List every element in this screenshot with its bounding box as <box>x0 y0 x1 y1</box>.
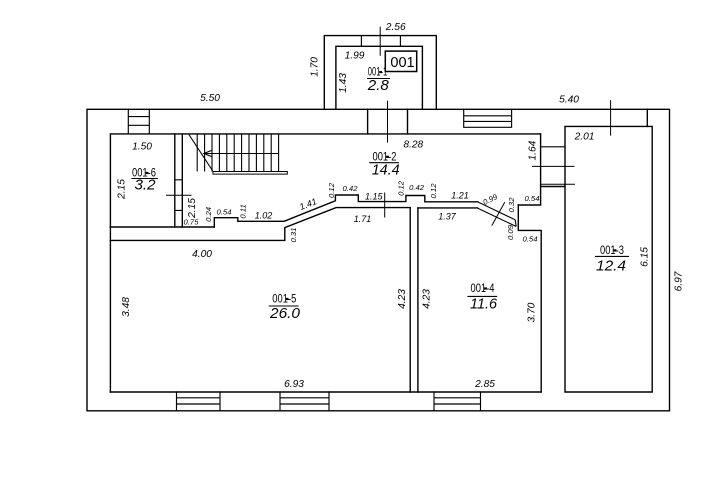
svg-text:5.40: 5.40 <box>559 95 579 106</box>
svg-text:4.23: 4.23 <box>422 289 433 309</box>
svg-text:12.4: 12.4 <box>596 259 626 275</box>
svg-text:8.28: 8.28 <box>403 139 423 150</box>
svg-text:11.6: 11.6 <box>470 296 498 312</box>
svg-text:0.12: 0.12 <box>397 180 406 196</box>
svg-text:1.02: 1.02 <box>255 210 273 220</box>
svg-text:0.54: 0.54 <box>525 194 540 203</box>
svg-text:1.50: 1.50 <box>132 142 152 153</box>
svg-text:0.54: 0.54 <box>217 207 232 216</box>
svg-text:0.12: 0.12 <box>327 182 336 198</box>
svg-text:2.01: 2.01 <box>574 131 595 142</box>
svg-text:1.99: 1.99 <box>345 51 365 62</box>
svg-text:0.54: 0.54 <box>523 235 538 244</box>
svg-text:0.09: 0.09 <box>506 224 515 240</box>
svg-text:1.70: 1.70 <box>310 57 321 77</box>
svg-text:4.23: 4.23 <box>397 289 408 309</box>
svg-text:3.2: 3.2 <box>135 178 156 194</box>
svg-text:2.8: 2.8 <box>367 78 389 94</box>
svg-text:001-6: 001-6 <box>132 168 156 180</box>
svg-text:1.43: 1.43 <box>338 73 349 93</box>
svg-text:1.15: 1.15 <box>365 192 384 202</box>
svg-text:001: 001 <box>390 55 414 71</box>
svg-text:5.50: 5.50 <box>200 93 220 104</box>
svg-text:001-5: 001-5 <box>272 294 296 306</box>
svg-text:0.12: 0.12 <box>429 183 438 199</box>
svg-text:4.00: 4.00 <box>192 249 212 260</box>
svg-text:0.42: 0.42 <box>409 183 425 192</box>
svg-text:001-2: 001-2 <box>373 151 397 163</box>
svg-text:1.64: 1.64 <box>527 140 538 160</box>
svg-text:2.85: 2.85 <box>474 379 495 390</box>
svg-text:0.31: 0.31 <box>289 228 298 243</box>
svg-text:26.0: 26.0 <box>269 306 300 322</box>
svg-text:3.48: 3.48 <box>121 297 132 317</box>
svg-text:1.37: 1.37 <box>438 212 457 222</box>
svg-text:2.15: 2.15 <box>117 179 128 200</box>
svg-text:001-4: 001-4 <box>471 283 495 295</box>
svg-text:6.97: 6.97 <box>674 271 685 291</box>
svg-text:0.42: 0.42 <box>343 184 359 193</box>
svg-text:0.75: 0.75 <box>184 217 200 226</box>
svg-text:1.71: 1.71 <box>354 214 372 224</box>
svg-text:2.15: 2.15 <box>187 198 198 219</box>
svg-text:0.11: 0.11 <box>239 204 248 218</box>
svg-text:001-1: 001-1 <box>368 67 388 79</box>
svg-text:001-3: 001-3 <box>600 245 624 257</box>
svg-text:14.4: 14.4 <box>372 162 400 178</box>
svg-text:6.15: 6.15 <box>640 247 651 267</box>
svg-text:3.70: 3.70 <box>527 302 538 322</box>
svg-text:0.24: 0.24 <box>204 207 213 222</box>
svg-text:0.32: 0.32 <box>507 197 516 213</box>
svg-text:2.56: 2.56 <box>385 22 406 33</box>
svg-text:6.93: 6.93 <box>284 379 304 390</box>
svg-text:1.21: 1.21 <box>451 190 469 200</box>
